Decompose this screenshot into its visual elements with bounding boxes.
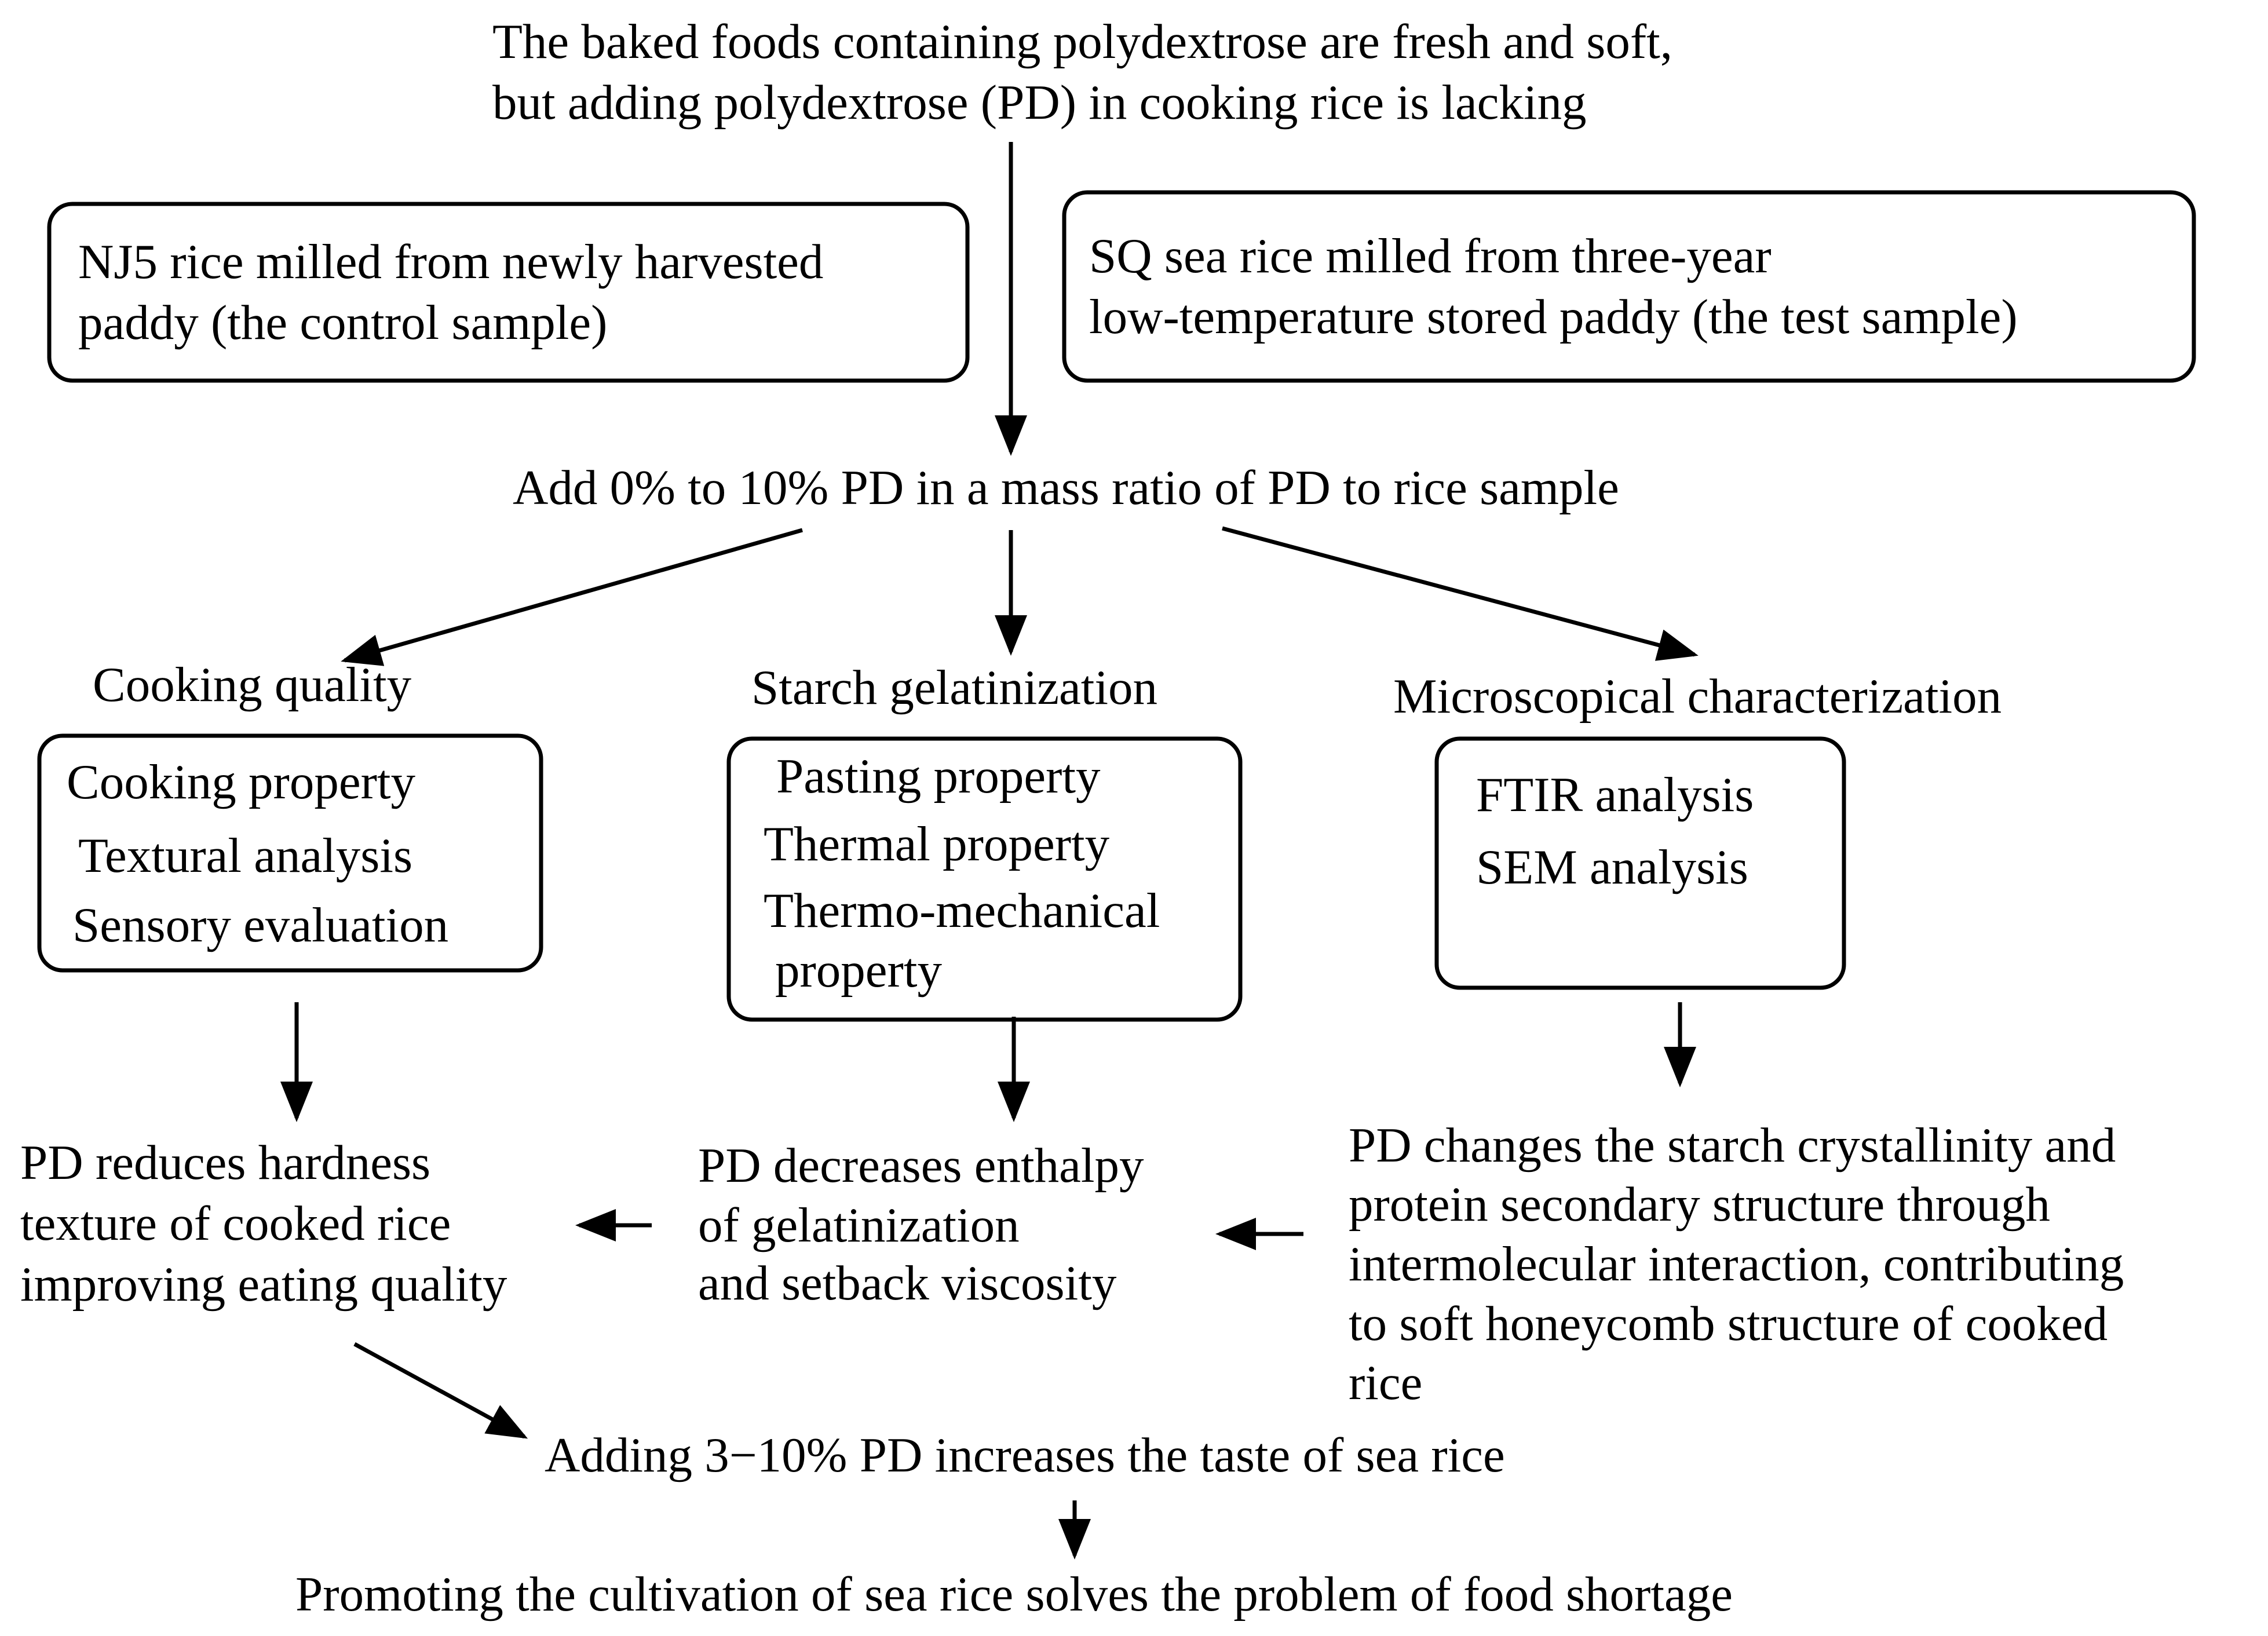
starch-gelatinization-title: Starch gelatinization: [751, 660, 1157, 715]
control-sample-line-1: NJ5 rice milled from newly harvested: [78, 235, 823, 289]
arrow-treatment-to-micro: [1222, 526, 1699, 661]
starch-item-2: Thermal property: [764, 817, 1110, 871]
micro-finding-line-1: PD changes the starch crystallinity and: [1349, 1118, 2116, 1173]
micro-item-2: SEM analysis: [1476, 840, 1748, 894]
starch-finding-line-1: PD decreases enthalpy: [698, 1138, 1144, 1193]
starch-item-3: Thermo-mechanical: [764, 883, 1160, 938]
test-sample-line-1: SQ sea rice milled from three-year: [1089, 229, 1772, 283]
micro-finding-line-4: to soft honeycomb structure of cooked: [1349, 1297, 2108, 1351]
cooking-finding-line-1: PD reduces hardness: [20, 1135, 430, 1190]
test-sample-box: SQ sea rice milled from three-year low-t…: [1062, 190, 2196, 383]
starch-finding-line-2: of gelatinization: [698, 1198, 1020, 1252]
test-sample-line-2: low-temperature stored paddy (the test s…: [1089, 290, 2018, 344]
micro-finding-line-2: protein secondary structure through: [1349, 1177, 2050, 1232]
arrow-treatment-to-cooking: [341, 528, 803, 666]
control-sample-line-2: paddy (the control sample): [78, 295, 607, 350]
starch-gelatinization-box: Pasting property Thermal property Thermo…: [726, 736, 1243, 1022]
treatment-statement: Add 0% to 10% PD in a mass ratio of PD t…: [513, 461, 1619, 515]
cooking-item-3: Sensory evaluation: [72, 898, 448, 952]
cooking-finding: PD reduces hardness texture of cooked ri…: [20, 1135, 507, 1312]
intro-line-2: but adding polydextrose (PD) in cooking …: [492, 75, 1587, 130]
starch-finding: PD decreases enthalpy of gelatinization …: [698, 1138, 1144, 1310]
outcome-statement: Promoting the cultivation of sea rice so…: [295, 1567, 1733, 1622]
intro-statement: The baked foods containing polydextrose …: [492, 14, 1672, 130]
micro-item-1: FTIR analysis: [1476, 768, 1754, 822]
cooking-finding-line-3: improving eating quality: [20, 1257, 507, 1312]
conclusion-statement: Adding 3−10% PD increases the taste of s…: [545, 1428, 1505, 1482]
cooking-finding-line-2: texture of cooked rice: [20, 1196, 451, 1251]
starch-item-1: Pasting property: [776, 749, 1101, 804]
cooking-item-1: Cooking property: [67, 755, 416, 809]
microscopical-characterization-title: Microscopical characterization: [1393, 669, 2002, 724]
cooking-quality-title: Cooking quality: [93, 658, 412, 712]
starch-finding-line-3: and setback viscosity: [698, 1256, 1117, 1310]
starch-item-4: property: [775, 943, 942, 998]
cooking-quality-box: Cooking property Textural analysis Senso…: [37, 733, 543, 973]
microscopical-characterization-box: FTIR analysis SEM analysis: [1434, 736, 1846, 990]
cooking-item-2: Textural analysis: [78, 828, 412, 883]
micro-finding: PD changes the starch crystallinity and …: [1349, 1118, 2124, 1410]
control-sample-box: NJ5 rice milled from newly harvested pad…: [47, 202, 970, 383]
arrow-cooking-finding-to-conclusion: [353, 1342, 528, 1439]
intro-line-1: The baked foods containing polydextrose …: [492, 14, 1672, 69]
micro-finding-line-3: intermolecular interaction, contributing: [1349, 1237, 2124, 1291]
micro-finding-line-5: rice: [1349, 1356, 1422, 1410]
